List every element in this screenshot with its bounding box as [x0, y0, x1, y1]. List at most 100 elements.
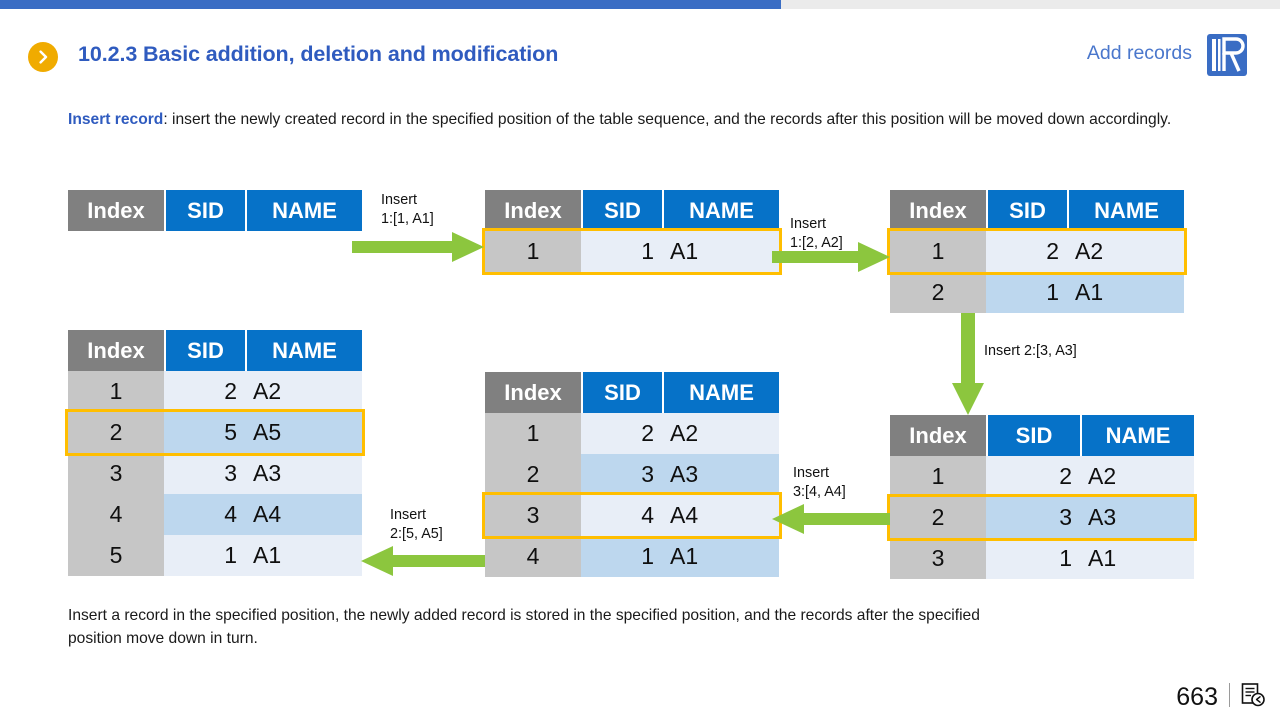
cell-index: 1 — [485, 231, 581, 272]
cell-name: A2 — [1080, 456, 1194, 497]
cell-index: 1 — [68, 371, 164, 412]
column-header-name: NAME — [662, 190, 779, 231]
column-header-sid: SID — [164, 190, 245, 231]
cell-name: A1 — [662, 231, 779, 272]
arrow-left-5 — [361, 546, 485, 576]
column-header-sid: SID — [986, 190, 1067, 231]
cell-index: 2 — [890, 497, 986, 538]
cell-index: 4 — [485, 536, 581, 577]
footer-divider — [1229, 683, 1230, 707]
cell-sid: 4 — [164, 494, 245, 535]
cell-name: A5 — [245, 412, 362, 453]
column-header-name: NAME — [245, 330, 362, 371]
cell-name: A3 — [662, 454, 779, 495]
cell-name: A2 — [1067, 231, 1184, 272]
cell-index: 3 — [485, 495, 581, 536]
annotation-insert-2: Insert 1:[2, A2] — [790, 216, 843, 251]
arrow-right-1 — [352, 232, 484, 262]
column-header-sid: SID — [986, 415, 1080, 456]
cell-sid: 3 — [164, 453, 245, 494]
page-title: 10.2.3 Basic addition, deletion and modi… — [78, 42, 559, 66]
column-header-name: NAME — [1080, 415, 1194, 456]
cell-sid: 1 — [986, 272, 1067, 313]
annotation-insert-4: Insert 3:[4, A4] — [793, 465, 846, 500]
column-header-name: NAME — [1067, 190, 1184, 231]
column-header-name: NAME — [245, 190, 362, 231]
cell-sid: 1 — [581, 231, 662, 272]
arrow-left-4 — [772, 504, 890, 534]
cell-index: 2 — [68, 412, 164, 453]
cell-sid: 2 — [986, 231, 1067, 272]
cell-index: 1 — [485, 413, 581, 454]
cell-index: 5 — [68, 535, 164, 576]
cell-sid: 4 — [581, 495, 662, 536]
annotation-insert-3: Insert 2:[3, A3] — [984, 343, 1077, 359]
cell-sid: 1 — [581, 536, 662, 577]
column-header-index: Index — [68, 330, 164, 371]
column-header-index: Index — [68, 190, 164, 231]
page-number: 663 — [1176, 683, 1218, 711]
column-header-index: Index — [485, 372, 581, 413]
column-header-index: Index — [890, 415, 986, 456]
cell-index: 2 — [890, 272, 986, 313]
column-header-sid: SID — [581, 372, 662, 413]
column-header-index: Index — [890, 190, 986, 231]
intro-rest: : insert the newly created record in the… — [163, 111, 1172, 128]
column-header-sid: SID — [581, 190, 662, 231]
arrow-down-3 — [952, 313, 984, 415]
progress-track — [0, 0, 1280, 9]
intro-lead: Insert record — [68, 111, 164, 128]
cell-name: A3 — [245, 453, 362, 494]
cell-sid: 3 — [581, 454, 662, 495]
cell-index: 1 — [890, 456, 986, 497]
cell-name: A1 — [1080, 538, 1194, 579]
book-r-logo-icon — [1206, 33, 1248, 77]
arrow-right-2 — [772, 242, 890, 272]
column-header-name: NAME — [662, 372, 779, 413]
cell-name: A2 — [245, 371, 362, 412]
chevron-right-icon — [28, 42, 58, 72]
intro-paragraph: Insert record: insert the newly created … — [68, 109, 1186, 131]
document-back-icon[interactable] — [1240, 682, 1266, 708]
annotation-insert-1: Insert 1:[1, A1] — [381, 192, 434, 227]
cell-sid: 1 — [986, 538, 1080, 579]
caption-paragraph: Insert a record in the specified positio… — [68, 607, 980, 647]
cell-sid: 5 — [164, 412, 245, 453]
cell-name: A1 — [1067, 272, 1184, 313]
cell-index: 1 — [890, 231, 986, 272]
cell-index: 3 — [890, 538, 986, 579]
cell-sid: 1 — [164, 535, 245, 576]
cell-index: 3 — [68, 453, 164, 494]
cell-name: A4 — [662, 495, 779, 536]
cell-name: A3 — [1080, 497, 1194, 538]
cell-sid: 3 — [986, 497, 1080, 538]
